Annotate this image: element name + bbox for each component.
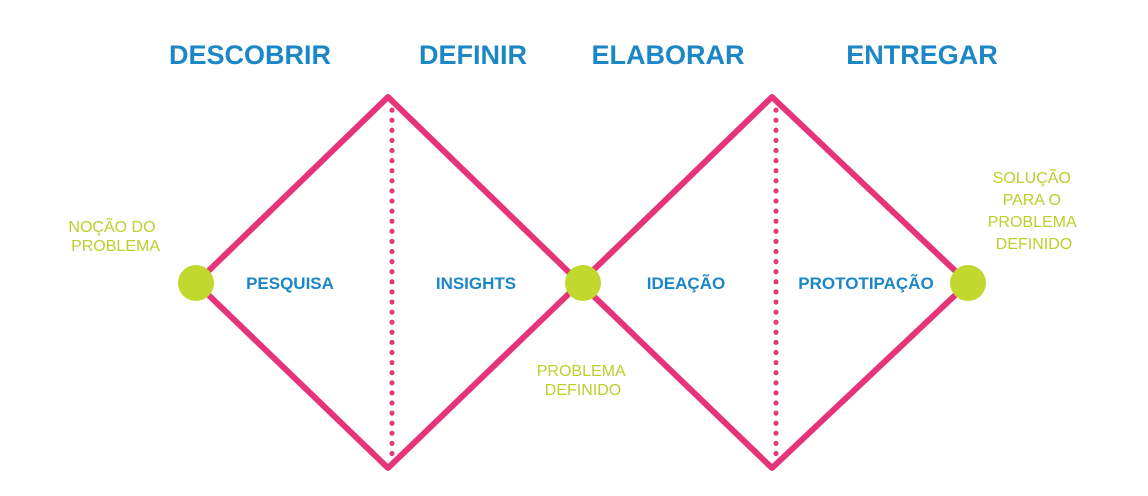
milestone-label-middle: PROBLEMA DEFINIDO [537, 363, 629, 399]
phase-title-develop: ELABORAR [592, 40, 745, 70]
milestone-label-start-line: PROBLEMA [71, 238, 160, 255]
milestone-label-start-line: NOÇÃO DO [68, 216, 155, 236]
milestone-label-middle-line: PROBLEMA [537, 363, 626, 380]
milestone-label-middle-line: DEFINIDO [545, 382, 621, 399]
milestone-dot-middle [565, 265, 601, 301]
milestone-dot-start [178, 265, 214, 301]
milestone-label-end: SOLUÇÃO PARA O PROBLEMA DEFINIDO [988, 167, 1080, 253]
milestone-label-end-line: PROBLEMA [988, 214, 1077, 231]
milestone-dot-end [950, 265, 986, 301]
activity-insights: INSIGHTS [436, 274, 516, 293]
milestone-label-end-line: SOLUÇÃO [993, 167, 1071, 187]
activity-ideation: IDEAÇÃO [647, 273, 725, 293]
milestone-label-end-line: PARA O [1003, 192, 1061, 209]
activity-prototyping: PROTOTIPAÇÃO [798, 273, 933, 293]
activity-research: PESQUISA [246, 274, 334, 293]
phase-title-deliver: ENTREGAR [846, 40, 998, 70]
phase-title-discover: DESCOBRIR [169, 40, 331, 70]
milestone-label-end-line: DEFINIDO [996, 236, 1072, 253]
phase-title-define: DEFINIR [419, 40, 527, 70]
milestone-label-start: NOÇÃO DO PROBLEMA [68, 216, 160, 255]
